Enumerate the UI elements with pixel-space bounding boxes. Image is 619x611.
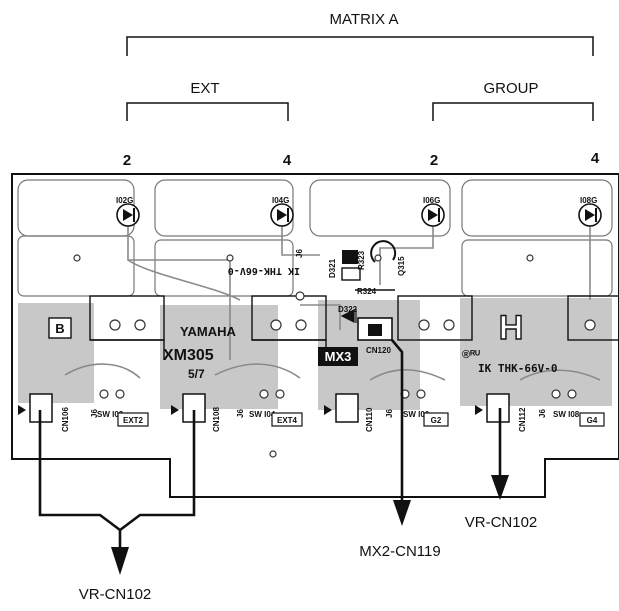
destination-mx2-cn119: MX2-CN119: [359, 543, 440, 560]
switch-outlines: [89, 295, 619, 360]
j6-label-top: J6: [295, 249, 304, 258]
ext-4-number: 4: [283, 152, 292, 169]
header-brackets: [126, 36, 594, 121]
j6-label-4: J6: [538, 409, 547, 418]
led-3-icon: [421, 203, 445, 227]
wiring: [38, 339, 502, 550]
resistor-r324-label: R324: [357, 287, 377, 296]
ul-mark-mirrored: IK THK-66V-0: [228, 265, 300, 276]
wire-cn108: [119, 410, 196, 532]
destination-vr-cn102-left: VR-CN102: [79, 586, 152, 603]
diode-d321-label: D321: [328, 258, 337, 278]
led-label-4: I08G: [580, 196, 597, 205]
model-number: XM305: [163, 347, 214, 364]
arrow-down-center-icon: [393, 500, 411, 526]
group-2-number: 2: [430, 152, 438, 169]
sheet-number: 5/7: [188, 367, 205, 381]
switch-tags: [117, 412, 605, 427]
traces: [64, 215, 601, 381]
switch-tag-ext2: EXT2: [123, 416, 144, 425]
group-bracket: [432, 102, 594, 121]
center-components: [340, 240, 397, 341]
switch-label-1: SW I02: [97, 410, 124, 419]
wire-cn106: [38, 410, 121, 532]
block-b-label: B: [55, 321, 64, 336]
ext-bracket: [126, 102, 289, 121]
pcb-board: [11, 173, 619, 498]
block-h-label: H: [499, 309, 524, 347]
connector-cn112-label: CN112: [518, 407, 527, 432]
j6-label-1: J6: [90, 409, 99, 418]
connector-cn106-label: CN106: [61, 407, 70, 432]
board-slots: [17, 179, 613, 297]
arrowheads: [111, 475, 509, 575]
group-4-number: 4: [591, 150, 600, 167]
mx3-label: MX3: [325, 349, 352, 364]
led-2-icon: [270, 203, 294, 227]
wire-cn120: [391, 339, 404, 505]
j6-label-2: J6: [236, 409, 245, 418]
led-label-3: I06G: [423, 196, 440, 205]
block-b-box: [48, 317, 72, 339]
switch-label-3: SW I06: [403, 410, 430, 419]
destination-vr-cn102-right: VR-CN102: [465, 514, 538, 531]
matrix-bracket: [126, 36, 594, 56]
resistor-r323-label: R323: [357, 250, 366, 270]
switch-tag-g2: G2: [431, 416, 442, 425]
connector-cn110: CN110: [324, 393, 374, 432]
ext-2-number: 2: [123, 152, 131, 169]
led-label-1: I02G: [116, 196, 133, 205]
connector-cn112: CN112: [475, 393, 527, 432]
diode-d322-label: D322: [338, 305, 358, 314]
connector-cn106: CN106: [18, 393, 70, 432]
copper-pours: [18, 298, 612, 410]
matrix-a-label: MATRIX A: [330, 11, 399, 28]
yamaha-brand: YAMAHA: [180, 324, 236, 339]
switch-tag-g4: G4: [587, 416, 598, 425]
connector-cn108-label: CN108: [212, 407, 221, 432]
transistor-q315-label: Q315: [397, 256, 406, 276]
connector-cn120-label: CN120: [366, 346, 391, 355]
pads: [73, 254, 596, 458]
j6-label-3: J6: [385, 409, 394, 418]
led-1-icon: [116, 203, 140, 227]
mx3-badge: [318, 347, 358, 366]
arrow-down-right-icon: [491, 475, 509, 500]
switch-label-4: SW I08: [553, 410, 580, 419]
arrow-down-left-icon: [111, 547, 129, 575]
led-4-icon: [578, 203, 602, 227]
switch-tag-ext4: EXT4: [277, 416, 298, 425]
connector-cn110-label: CN110: [365, 407, 374, 432]
group-label: GROUP: [483, 80, 538, 97]
ru-mark: ®ᴿᵁ: [462, 349, 480, 361]
led-label-2: I04G: [272, 196, 289, 205]
ul-mark-lower: IK THK-66V-0: [478, 362, 557, 375]
ext-label: EXT: [190, 80, 219, 97]
switch-label-2: SW I04: [249, 410, 276, 419]
